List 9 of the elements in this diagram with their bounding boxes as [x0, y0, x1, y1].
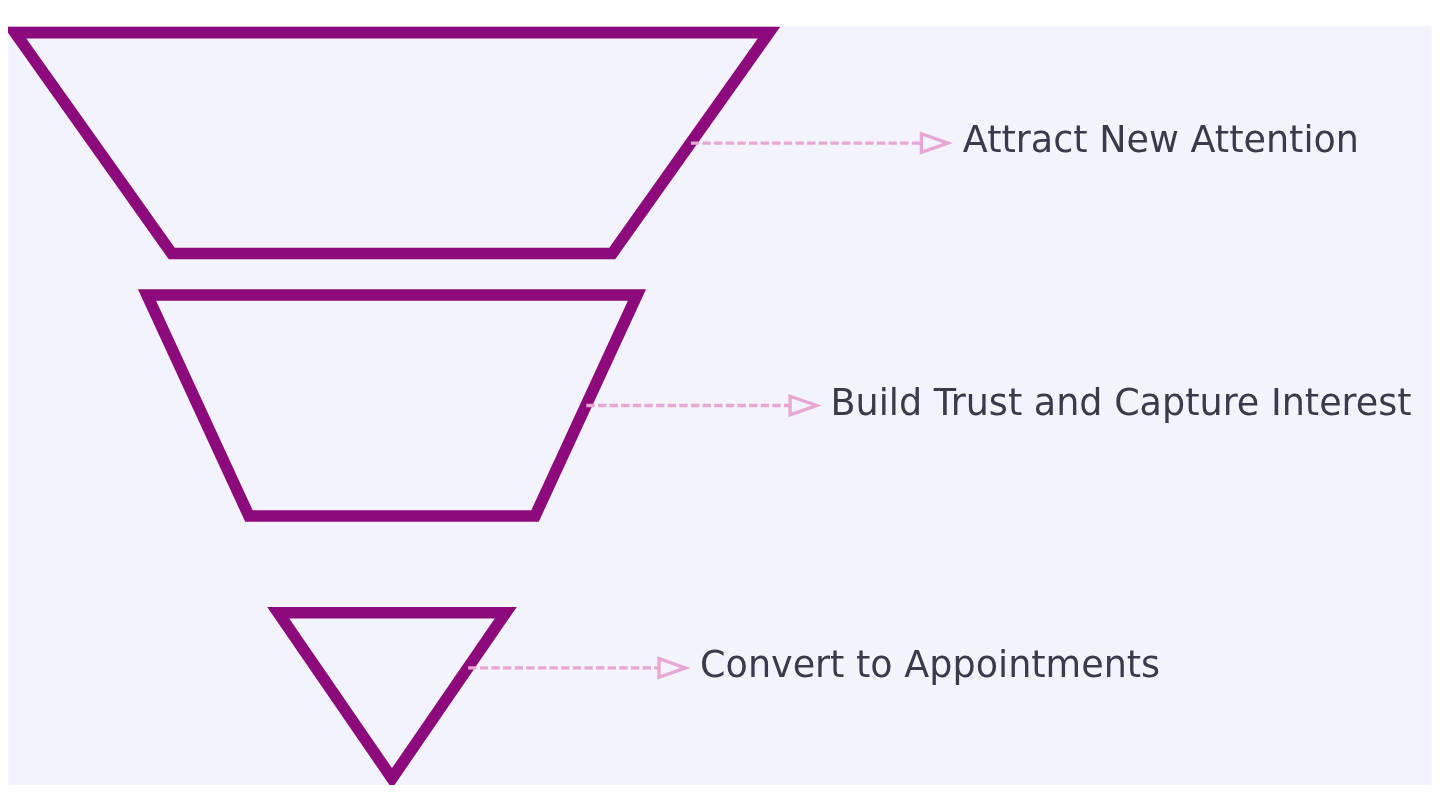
arrow: [586, 393, 822, 417]
node-text: Attract New Attention: [962, 117, 1360, 161]
node-text: Build Trust and Capture Interest: [830, 380, 1412, 424]
arrow: [468, 655, 691, 680]
node-trapezoid: [137, 288, 647, 522]
node-triangle: [267, 606, 517, 785]
node-trapezoid: [8, 26, 781, 259]
node-text: Convert to Appointments: [700, 642, 1161, 686]
arrow: [690, 130, 953, 155]
